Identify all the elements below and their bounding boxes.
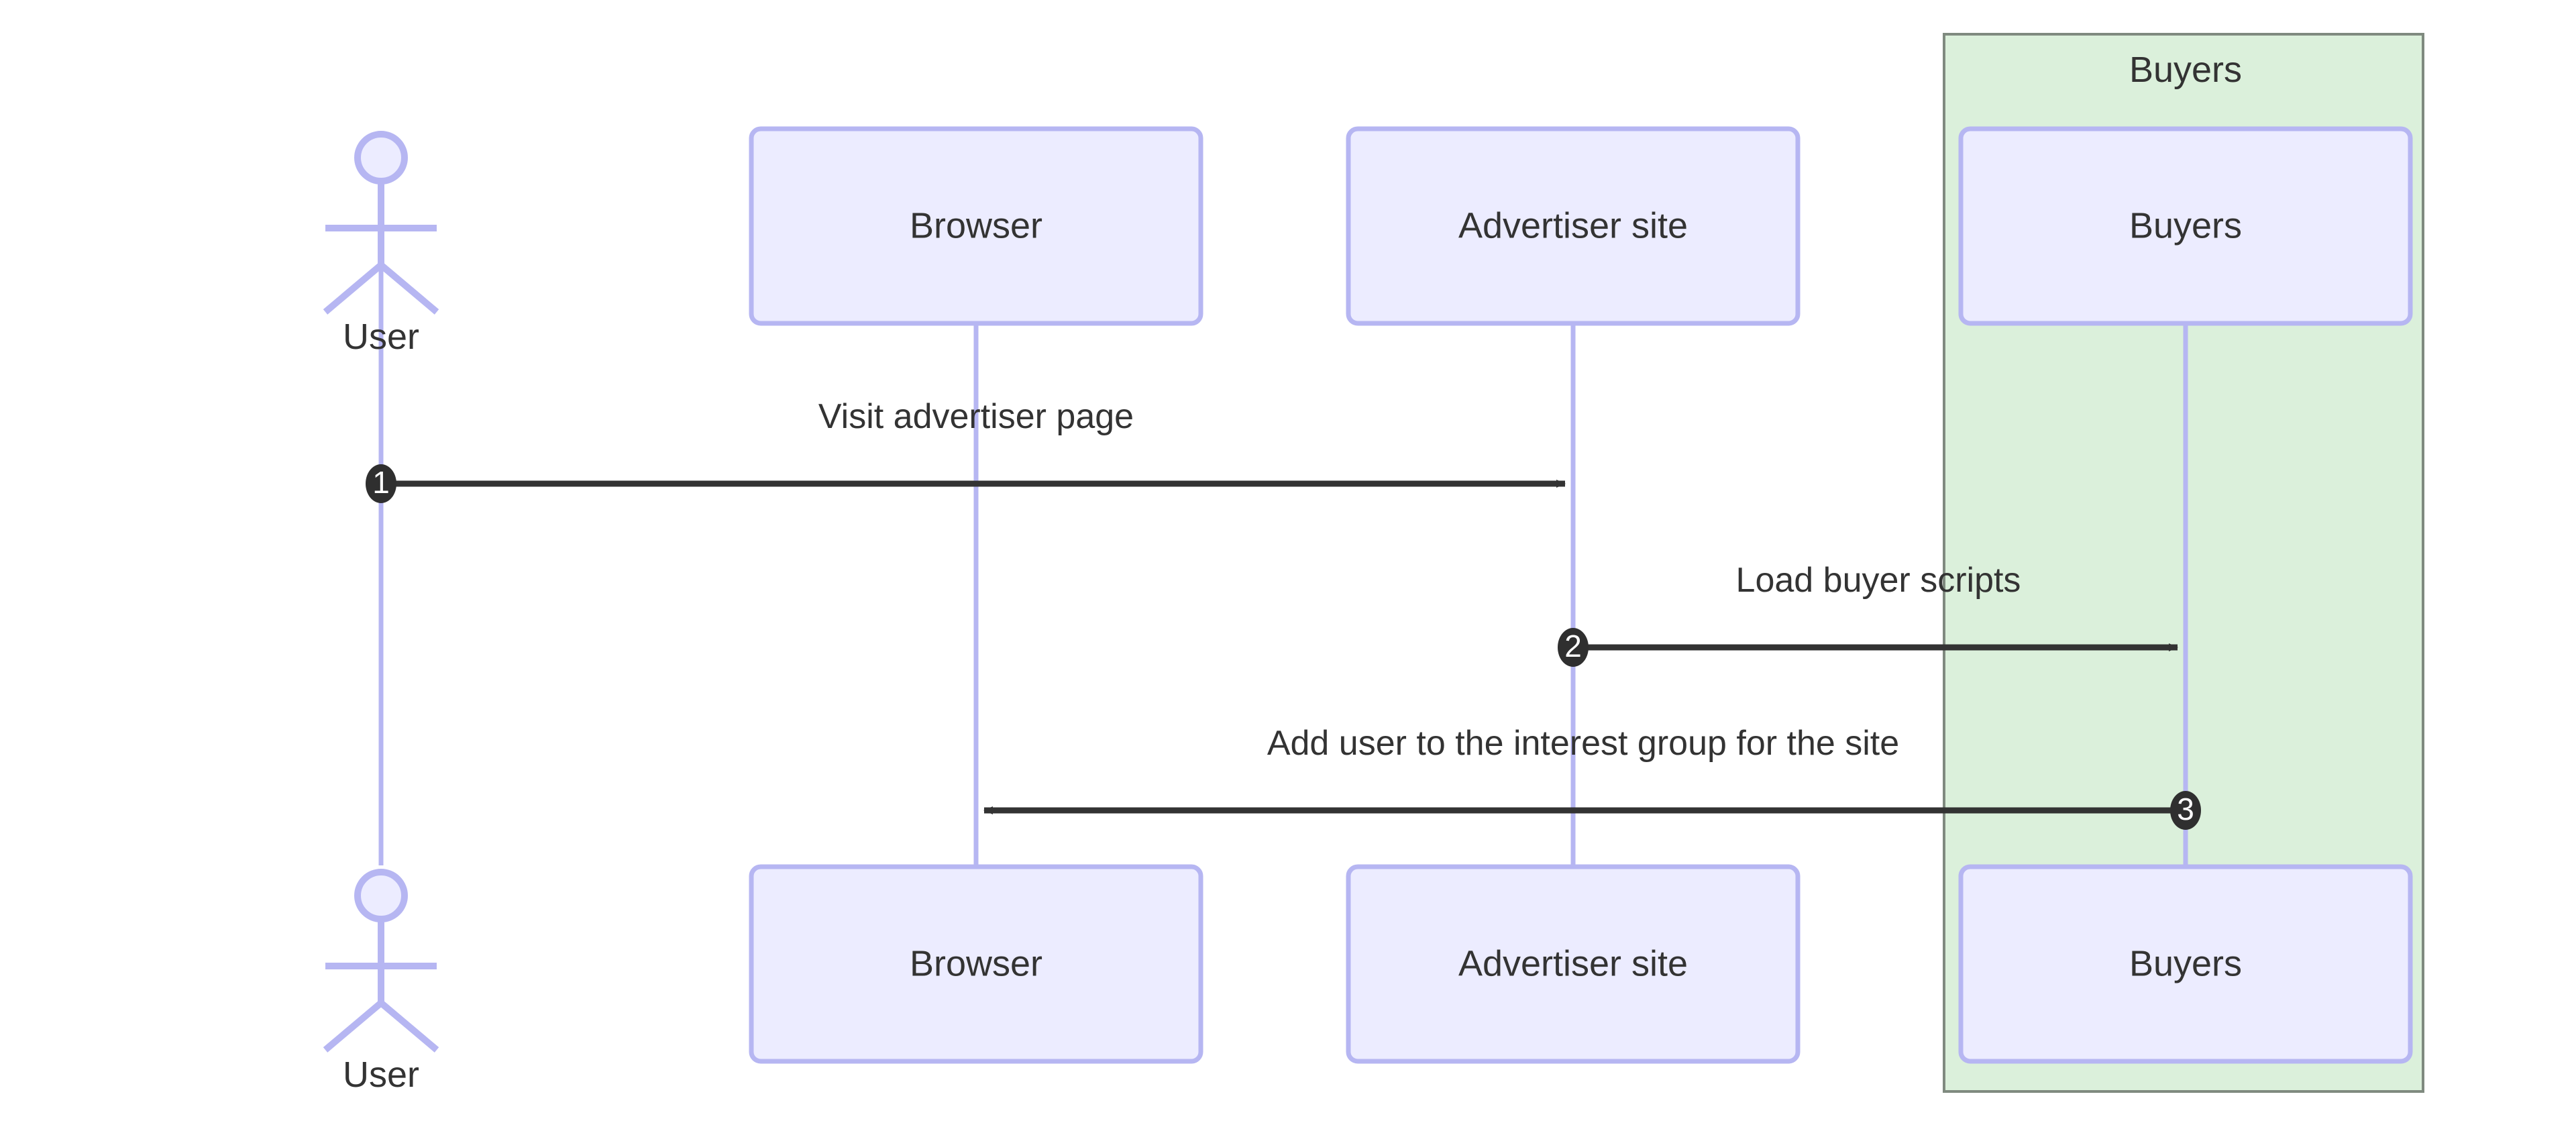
actor-user-top[interactable]: User (323, 131, 439, 357)
message-1-badge-label: 1 (372, 465, 390, 500)
participant-buyers-bottom-rect (1958, 864, 2413, 1064)
message-3-badge-label: 3 (2177, 792, 2194, 826)
participant-buyers-bottom-label: Buyers (2129, 943, 2242, 983)
participant-browser-bottom-rect (749, 864, 1203, 1064)
message-1-label: Visit advertiser page (818, 397, 1134, 436)
actor-head-bottom-icon (354, 869, 408, 922)
actor-leg-left-icon (323, 262, 384, 315)
participant-browser-top-rect (749, 126, 1203, 326)
participant-browser-top[interactable]: Browser (749, 126, 1203, 326)
group-buyers-label: Buyers (2129, 50, 2242, 90)
actor-leg-right-bottom-icon (378, 1000, 439, 1053)
participant-advertiser-top-rect (1346, 126, 1801, 326)
participant-advertiser-bottom-label: Advertiser site (1458, 943, 1688, 983)
participant-browser-bottom-label: Browser (910, 943, 1042, 983)
lifelines (378, 268, 2188, 865)
actor-user-bottom-label: User (343, 1055, 419, 1095)
participant-browser-bottom[interactable]: Browser (749, 864, 1203, 1064)
actor-head-icon (354, 131, 408, 184)
actor-leg-left-bottom-icon (323, 1000, 384, 1053)
message-2[interactable]: Load buyer scripts 2 (1558, 561, 2178, 667)
actor-leg-right-icon (378, 262, 439, 315)
message-1[interactable]: Visit advertiser page 1 (366, 397, 1566, 503)
message-2-label: Load buyer scripts (1736, 561, 2021, 600)
actor-user-bottom[interactable]: User (323, 869, 439, 1095)
participant-advertiser-bottom[interactable]: Advertiser site (1346, 864, 1801, 1064)
participant-buyers-top[interactable]: Buyers (1958, 126, 2413, 326)
participant-buyers-top-rect (1958, 126, 2413, 326)
message-2-badge (1558, 628, 1589, 667)
message-1-badge (366, 464, 396, 503)
message-3[interactable]: Add user to the interest group for the s… (983, 724, 2201, 830)
message-2-badge-label: 2 (1564, 629, 1582, 663)
participant-browser-top-label: Browser (910, 205, 1042, 246)
participant-buyers-top-label: Buyers (2129, 205, 2242, 246)
participant-buyers-bottom[interactable]: Buyers (1958, 864, 2413, 1064)
message-3-badge (2170, 791, 2201, 830)
message-3-label: Add user to the interest group for the s… (1267, 724, 1899, 763)
participant-advertiser-top[interactable]: Advertiser site (1346, 126, 1801, 326)
participant-advertiser-top-label: Advertiser site (1458, 205, 1688, 246)
actor-user-top-label: User (343, 317, 419, 357)
participant-advertiser-bottom-rect (1346, 864, 1801, 1064)
